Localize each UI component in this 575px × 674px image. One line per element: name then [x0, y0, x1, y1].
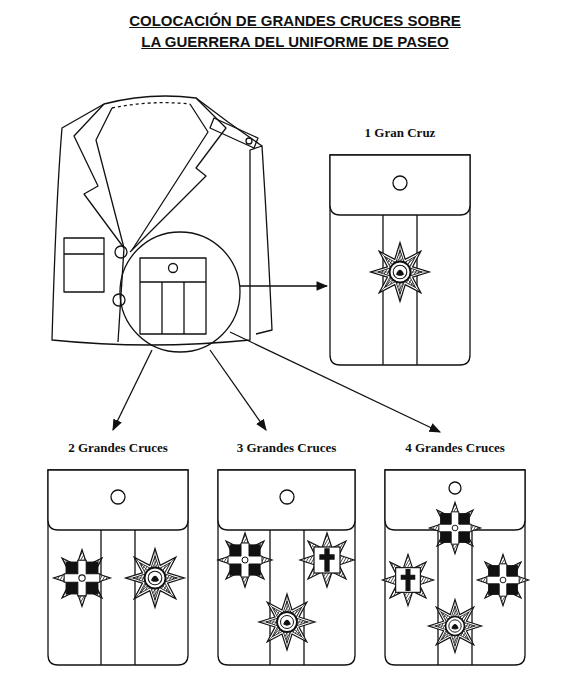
lapel-fold	[96, 104, 208, 250]
page-title: COLOCACIÓN DE GRANDES CRUCES SOBRE LA GU…	[95, 10, 495, 52]
pocket-panel: 1 Gran Cruz	[330, 123, 470, 365]
jacket-collar-inner	[112, 103, 190, 108]
pocket-inset	[218, 470, 355, 665]
pocket-panel: 3 Grandes Cruces	[218, 438, 355, 665]
inset-heading: 1 Gran Cruz	[330, 123, 470, 141]
left-lapel	[74, 104, 124, 248]
pocket-button	[169, 264, 178, 273]
pocket-inset	[382, 470, 528, 665]
pocket-panel: 4 Grandes Cruces	[385, 438, 525, 665]
zoom-circle	[120, 232, 240, 352]
right-pocket	[140, 258, 206, 334]
jacket-button	[113, 294, 125, 306]
left-pocket	[64, 238, 104, 292]
jacket-drawing	[52, 96, 272, 352]
right-lapel	[130, 98, 226, 252]
leader-arrow	[113, 350, 152, 430]
inset-heading: 2 Grandes Cruces	[48, 438, 188, 456]
epaulette-button	[246, 138, 252, 144]
jacket-body	[52, 104, 272, 345]
inset-heading: 3 Grandes Cruces	[218, 438, 355, 456]
epaulette	[210, 118, 258, 148]
leader-arrow	[210, 350, 266, 430]
pocket-inset	[48, 470, 188, 665]
pocket-panel: 2 Grandes Cruces	[48, 438, 188, 665]
inset-heading: 4 Grandes Cruces	[385, 438, 525, 456]
leader-arrow	[240, 285, 327, 286]
pocket-inset	[330, 155, 470, 365]
jacket-button	[115, 246, 127, 258]
jacket-collar	[104, 96, 228, 122]
